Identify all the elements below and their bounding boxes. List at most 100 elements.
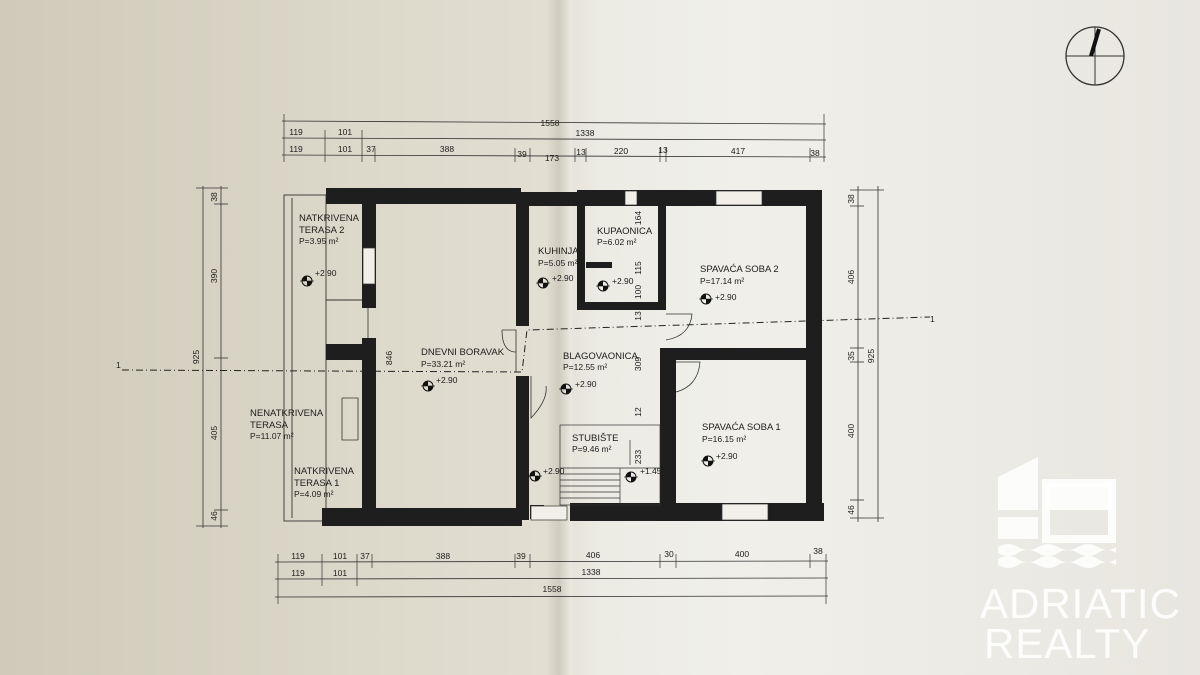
dim-top-r3-7: 220 <box>614 146 628 156</box>
svg-text:SPAVAĆA SOBA 1: SPAVAĆA SOBA 1 <box>702 422 781 433</box>
dim-top-row2-b: 101 <box>338 127 352 137</box>
svg-text:P=17.14 m²: P=17.14 m² <box>700 276 744 286</box>
dim-bot-mid: 1338 <box>582 567 601 577</box>
svg-text:P=11.07 m²: P=11.07 m² <box>250 431 294 441</box>
room-nenatkrivena-terasa: NENATKRIVENA TERASA P=11.07 m² <box>250 408 324 441</box>
dim-bot-total: 1558 <box>543 584 562 594</box>
dim-inner-164: 164 <box>633 211 643 225</box>
dim-bot-r1-5: 406 <box>586 550 600 560</box>
dim-top-r3-3: 388 <box>440 144 454 154</box>
dim-right-c: 35 <box>846 351 856 361</box>
svg-text:P=9.46 m²: P=9.46 m² <box>572 444 612 454</box>
dim-bot-row2-b: 101 <box>333 568 347 578</box>
svg-text:+2.90: +2.90 <box>436 375 458 385</box>
dim-left-c: 405 <box>209 426 219 440</box>
dim-right-b: 406 <box>846 270 856 284</box>
svg-text:NATKRIVENA: NATKRIVENA <box>294 466 355 477</box>
dim-top-r3-5: 173 <box>545 153 559 163</box>
svg-text:P=33.21 m²: P=33.21 m² <box>421 359 465 369</box>
room-natkrivena-terasa-2: NATKRIVENA TERASA 2 P=3.95 m² +2.90 <box>299 213 360 278</box>
dim-bot-row2-a: 119 <box>291 568 305 578</box>
right-dimensions <box>850 186 884 522</box>
svg-text:P=6.02 m²: P=6.02 m² <box>597 237 637 247</box>
level-marker-icon <box>699 293 713 305</box>
svg-text:+2.90: +2.90 <box>552 273 574 283</box>
level-marker-icon <box>300 275 314 287</box>
bottom-dimensions <box>274 554 829 604</box>
dim-left-a: 38 <box>209 192 219 202</box>
dim-right-d: 400 <box>846 424 856 438</box>
svg-text:P=3.95 m²: P=3.95 m² <box>299 236 339 246</box>
dim-inner-13: 13 <box>633 311 643 321</box>
dim-left-d: 46 <box>209 511 219 521</box>
dim-top-r3-10: 38 <box>810 148 820 158</box>
room-kuhinja: KUHINJA P=5.05 m² +2.90 <box>538 246 579 283</box>
svg-text:KUPAONICA: KUPAONICA <box>597 226 653 237</box>
room-dnevni-boravak: DNEVNI BORAVAK P=33.21 m² +2.90 <box>421 347 505 385</box>
svg-text:+2.90: +2.90 <box>612 276 634 286</box>
dim-left-outer: 925 <box>191 350 201 364</box>
room-kupaonica: KUPAONICA P=6.02 m² +2.90 <box>597 226 653 286</box>
level-marker-icon <box>701 455 715 467</box>
dim-bot-r1-2: 37 <box>360 551 370 561</box>
north-arrow-icon <box>1065 26 1125 86</box>
room-stubiste: STUBIŠTE P=9.46 m² +2.90 +1.45 <box>543 433 662 476</box>
svg-text:BLAGOVAONICA: BLAGOVAONICA <box>563 351 638 362</box>
room-blagovaonica: BLAGOVAONICA P=12.55 m² +2.90 <box>563 351 638 389</box>
dim-bot-r1-8: 38 <box>813 546 823 556</box>
dim-right-e: 46 <box>846 505 856 515</box>
room-natkrivena-terasa-1: NATKRIVENA TERASA 1 P=4.09 m² <box>294 466 355 499</box>
windows <box>362 190 769 521</box>
svg-text:+2.90: +2.90 <box>716 451 738 461</box>
svg-text:SPAVAĆA SOBA 2: SPAVAĆA SOBA 2 <box>700 264 779 275</box>
level-marker-icon <box>596 280 610 292</box>
level-marker-icon <box>421 380 435 392</box>
svg-text:P=12.55 m²: P=12.55 m² <box>563 362 607 372</box>
watermark: ADRIATIC REALTY <box>980 455 1190 665</box>
room-spavaca-soba-2: SPAVAĆA SOBA 2 P=17.14 m² +2.90 <box>700 264 779 302</box>
level-marker-icon <box>624 471 638 483</box>
svg-text:STUBIŠTE: STUBIŠTE <box>572 433 618 444</box>
svg-text:P=4.09 m²: P=4.09 m² <box>294 489 334 499</box>
level-marker-icon <box>559 383 573 395</box>
dim-inner-12: 12 <box>633 407 643 417</box>
level-marker-icon <box>536 277 550 289</box>
dim-left-b: 390 <box>209 269 219 283</box>
svg-text:KUHINJA: KUHINJA <box>538 246 579 257</box>
dim-top-total: 1558 <box>541 118 560 128</box>
svg-text:TERASA 1: TERASA 1 <box>294 478 339 489</box>
svg-text:NENATKRIVENA: NENATKRIVENA <box>250 408 324 419</box>
watermark-line-2: REALTY <box>984 620 1151 667</box>
stairs <box>559 424 661 506</box>
dim-bot-r1-6: 30 <box>664 549 674 559</box>
adriatic-realty-logo-icon <box>998 457 1116 568</box>
svg-text:+2.90: +2.90 <box>575 379 597 389</box>
dim-inner-115: 115 <box>633 261 643 275</box>
watermark-line-1: ADRIATIC <box>980 580 1181 627</box>
dim-top-row2-a: 119 <box>289 127 303 137</box>
dim-bot-r1-7: 400 <box>735 549 749 559</box>
dim-top-r3-0: 119 <box>289 144 303 154</box>
dim-top-mid: 1338 <box>576 128 595 138</box>
elevation-markers <box>300 275 715 483</box>
dim-left-inner: 846 <box>384 351 394 365</box>
svg-text:+2.90: +2.90 <box>315 268 337 278</box>
level-marker-icon <box>528 470 542 482</box>
svg-text:P=16.15 m²: P=16.15 m² <box>702 434 746 444</box>
dim-inner-233: 233 <box>633 450 643 464</box>
section-mark-right: 1 <box>930 314 935 324</box>
svg-text:NATKRIVENA: NATKRIVENA <box>299 213 360 224</box>
svg-text:+2.90: +2.90 <box>715 292 737 302</box>
dim-inner-100: 100 <box>633 285 643 299</box>
top-dimensions <box>281 114 827 162</box>
dim-bot-r1-4: 39 <box>516 551 526 561</box>
dim-top-r3-8: 13 <box>658 145 668 155</box>
dim-top-r3-1: 101 <box>338 144 352 154</box>
dim-top-r3-4: 39 <box>517 149 527 159</box>
dim-top-r3-6: 13 <box>576 147 586 157</box>
svg-text:DNEVNI BORAVAK: DNEVNI BORAVAK <box>421 347 505 358</box>
dim-bot-r1-1: 101 <box>333 551 347 561</box>
svg-text:+1.45: +1.45 <box>640 466 662 476</box>
dim-right-a: 38 <box>846 194 856 204</box>
